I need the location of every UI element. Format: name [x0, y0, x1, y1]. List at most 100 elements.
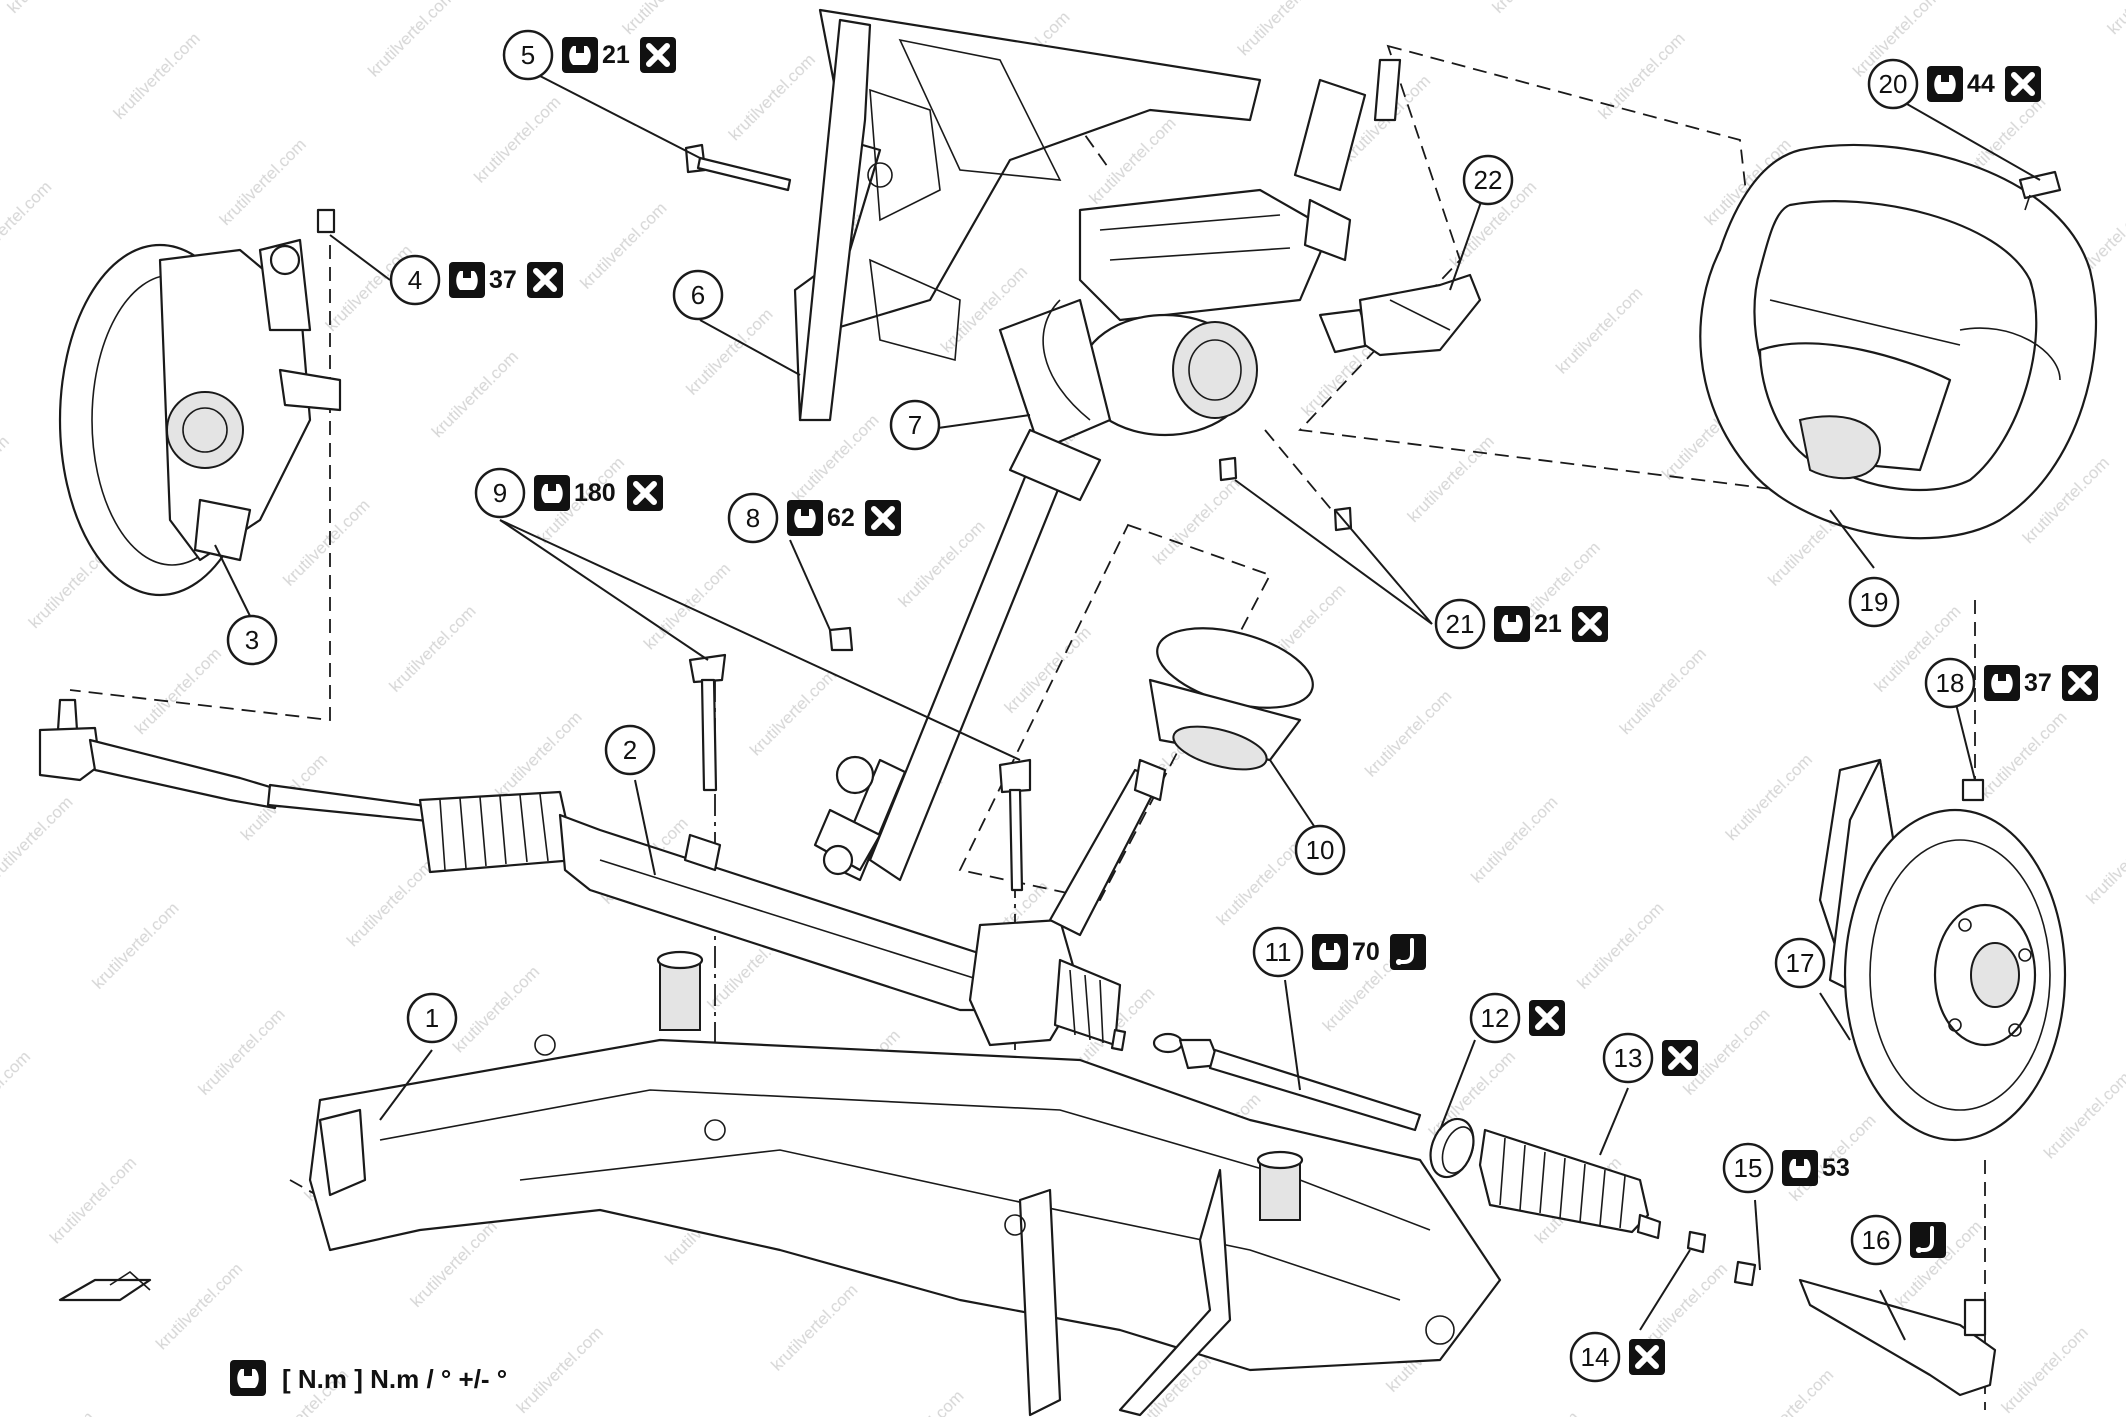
column-switch-unit — [1318, 273, 1482, 357]
callout-circle — [672, 269, 724, 321]
callout-circle — [406, 992, 458, 1044]
callout-10: 10 — [1294, 824, 1346, 876]
callout-circle — [474, 467, 526, 519]
callout-circle — [1848, 576, 1900, 628]
callout-number: 6 — [691, 280, 705, 310]
apply-grease-icon — [1390, 934, 1426, 970]
callout-16: 16 — [1850, 1214, 1946, 1266]
callout-circle — [1462, 154, 1514, 206]
torque-value: 62 — [827, 504, 855, 532]
callout-circle — [1867, 58, 1919, 110]
torque-wrench-icon — [449, 262, 485, 298]
replace-part-cross-icon — [1629, 1339, 1665, 1375]
torque-wrench-icon — [562, 37, 598, 73]
callout-circle — [1924, 657, 1976, 709]
callout-12: 12 — [1469, 992, 1565, 1044]
callout-14: 14 — [1569, 1331, 1665, 1383]
torque-wrench-icon — [1984, 665, 2020, 701]
torque-value: 70 — [1352, 938, 1380, 966]
callout-11: 11 70 — [1252, 926, 1426, 978]
callout-17: 17 — [1774, 937, 1826, 989]
replace-part-cross-icon — [865, 500, 901, 536]
callout-circle — [1602, 1032, 1654, 1084]
callout-number: 10 — [1306, 835, 1335, 865]
torque-value: 53 — [1822, 1154, 1850, 1182]
replace-part-cross-icon — [627, 475, 663, 511]
callout-number: 11 — [1265, 937, 1292, 967]
leader-lines — [214, 75, 2041, 1341]
callout-13: 13 — [1602, 1032, 1698, 1084]
callout-19: 19 — [1848, 576, 1900, 628]
callout-8: 8 62 — [727, 492, 901, 544]
callout-5: 5 21 — [502, 29, 676, 81]
torque-wrench-icon — [230, 1360, 266, 1396]
callout-number: 4 — [408, 265, 422, 295]
callout-2: 2 — [604, 724, 656, 776]
callout-circle — [1469, 992, 1521, 1044]
steering-wheel — [1699, 143, 2098, 540]
torque-value: 37 — [2024, 669, 2052, 697]
callout-number: 22 — [1474, 165, 1503, 195]
torque-value: 44 — [1967, 70, 1995, 98]
legend-text: [ N.m ] N.m / ° +/- ° — [282, 1364, 507, 1394]
replace-part-cross-icon — [1529, 1000, 1565, 1036]
front-subframe — [308, 950, 1502, 1417]
callout-number: 7 — [908, 410, 922, 440]
callout-22: 22 — [1462, 154, 1514, 206]
callout-number: 3 — [245, 625, 259, 655]
torque-value: 21 — [602, 41, 630, 69]
callout-7: 7 — [889, 399, 941, 451]
right-tie-rod-and-boot — [1152, 1032, 1997, 1397]
pinion-boot-seal — [1148, 627, 1314, 771]
torque-value: 180 — [574, 479, 616, 507]
torque-value: 37 — [489, 266, 517, 294]
callout-circle — [502, 29, 554, 81]
left-hub-knuckle-disc — [58, 208, 342, 597]
callout-circle — [727, 492, 779, 544]
steering-rack — [418, 758, 1167, 1052]
callout-1: 1 — [406, 992, 458, 1044]
callout-circle — [1434, 598, 1486, 650]
callout-circle — [1252, 926, 1304, 978]
callout-3: 3 — [226, 614, 278, 666]
callout-number: 12 — [1481, 1003, 1510, 1033]
callout-number: 15 — [1734, 1153, 1763, 1183]
torque-wrench-icon — [1782, 1150, 1818, 1186]
callout-number: 5 — [521, 40, 535, 70]
steering-column-assembly — [813, 58, 1402, 882]
replace-part-cross-icon — [2005, 66, 2041, 102]
callout-number: 2 — [623, 735, 637, 765]
callout-4: 4 37 — [389, 254, 563, 306]
callout-circle — [1722, 1142, 1774, 1194]
callout-circle — [1569, 1331, 1621, 1383]
callout-number: 9 — [493, 478, 507, 508]
callout-6: 6 — [672, 269, 724, 321]
callout-circle — [1294, 824, 1346, 876]
callout-number: 21 — [1446, 609, 1475, 639]
replace-part-cross-icon — [1572, 606, 1608, 642]
column-support-frame — [793, 8, 1262, 422]
torque-wrench-icon — [1927, 66, 1963, 102]
replace-part-cross-icon — [2062, 665, 2098, 701]
apply-grease-icon — [1910, 1222, 1946, 1258]
replace-part-cross-icon — [640, 37, 676, 73]
callout-number: 14 — [1581, 1342, 1610, 1372]
callout-circle — [226, 614, 278, 666]
right-hub-knuckle-disc — [1818, 758, 2067, 1142]
callout-number: 20 — [1879, 69, 1908, 99]
callout-number: 16 — [1862, 1225, 1891, 1255]
orientation-arrow-icon — [58, 1270, 152, 1302]
torque-wrench-icon — [1494, 606, 1530, 642]
callout-number: 8 — [746, 503, 760, 533]
callout-number: 13 — [1614, 1043, 1643, 1073]
callout-number: 17 — [1786, 948, 1815, 978]
callout-circle — [604, 724, 656, 776]
callout-circle — [889, 399, 941, 451]
torque-wrench-icon — [1312, 934, 1348, 970]
